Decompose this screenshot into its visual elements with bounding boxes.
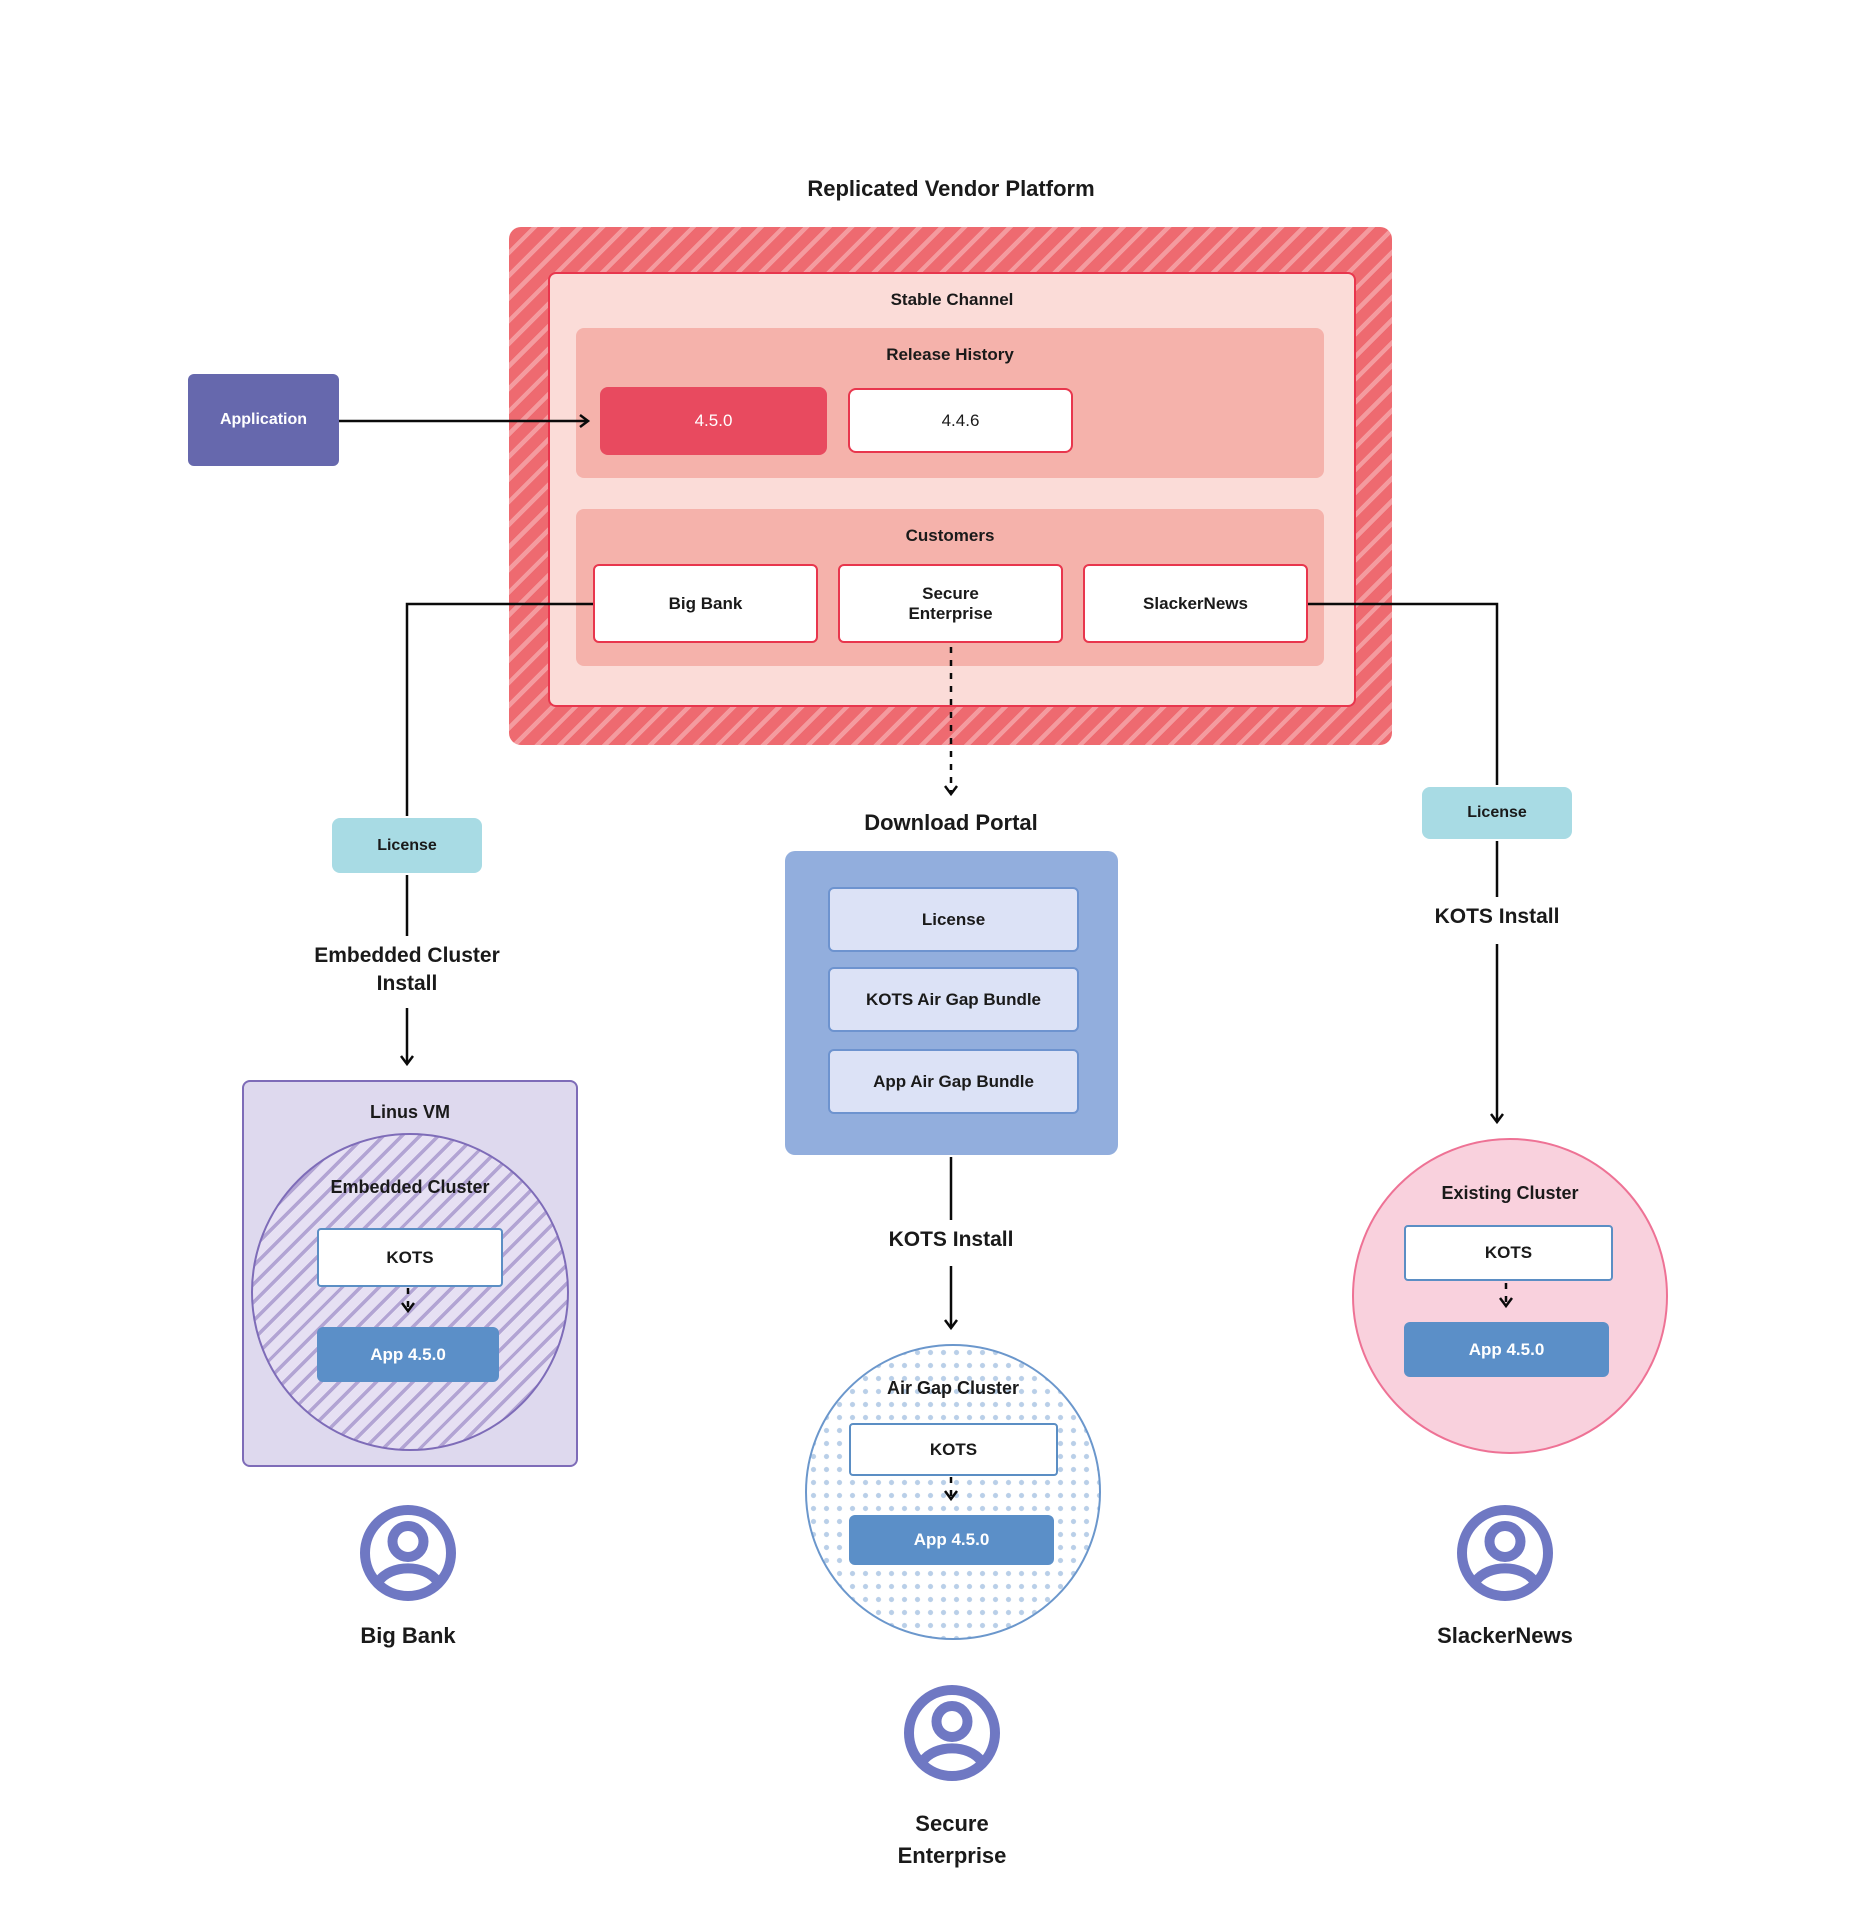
application-box: Application [188, 374, 339, 466]
air-gap-cluster-label: Air Gap Cluster [886, 1378, 1020, 1398]
portal-app-bundle-item: App Air Gap Bundle [828, 1049, 1079, 1114]
customer-big-bank: Big Bank [593, 564, 818, 643]
kots-install-label-right: KOTS Install [1434, 905, 1560, 928]
kots-box-existing: KOTS [1404, 1225, 1613, 1281]
linus-vm-label: Linus VM [370, 1102, 450, 1122]
release-history-label: Release History [886, 345, 1014, 364]
linus-vm-box: Linus VM Embedded Cluster KOTS App 4.5.0 [242, 1080, 578, 1467]
user-icon-slacker-news [1455, 1503, 1555, 1603]
existing-cluster-circle: Existing Cluster KOTS App 4.5.0 [1352, 1138, 1668, 1454]
air-gap-cluster-circle: Air Gap Cluster KOTS App 4.5.0 [805, 1344, 1101, 1640]
user-icon-secure-enterprise [902, 1683, 1002, 1783]
kots-box-airgap: KOTS [849, 1423, 1058, 1476]
kots-install-label-middle: KOTS Install [888, 1228, 1014, 1251]
release-history-box: Release History 4.5.0 4.4.6 [576, 328, 1324, 478]
embedded-cluster-install-label: Embedded Cluster Install [314, 944, 500, 995]
app-box-airgap: App 4.5.0 [849, 1515, 1054, 1565]
stable-channel-box: Stable Channel Release History 4.5.0 4.4… [548, 272, 1356, 707]
embedded-cluster-circle: Embedded Cluster KOTS App 4.5.0 [251, 1133, 569, 1451]
license-chip-left: License [332, 818, 482, 873]
customers-box: Customers Big Bank Secure Enterprise Sla… [576, 509, 1324, 666]
user-name-slacker-news: SlackerNews [1437, 1623, 1573, 1648]
portal-license-item: License [828, 887, 1079, 952]
user-icon-big-bank [358, 1503, 458, 1603]
user-name-secure-enterprise: Secure Enterprise [897, 1811, 1007, 1868]
customer-slacker-news: SlackerNews [1083, 564, 1308, 643]
embedded-cluster-label: Embedded Cluster [330, 1177, 490, 1197]
license-chip-right: License [1422, 787, 1572, 839]
existing-cluster-label: Existing Cluster [1441, 1183, 1579, 1203]
download-portal-label: Download Portal [864, 810, 1038, 835]
user-name-big-bank: Big Bank [360, 1623, 456, 1648]
diagram-title: Replicated Vendor Platform [807, 176, 1095, 201]
vendor-platform-box: Stable Channel Release History 4.5.0 4.4… [509, 227, 1392, 745]
app-box-existing: App 4.5.0 [1404, 1322, 1609, 1377]
kots-box-embedded: KOTS [317, 1228, 503, 1287]
portal-kots-bundle-item: KOTS Air Gap Bundle [828, 967, 1079, 1032]
release-version-previous: 4.4.6 [848, 388, 1073, 453]
app-box-embedded: App 4.5.0 [317, 1327, 499, 1382]
release-version-current: 4.5.0 [600, 387, 827, 455]
customer-secure-enterprise: Secure Enterprise [838, 564, 1063, 643]
stable-channel-label: Stable Channel [890, 290, 1014, 309]
download-portal-box: License KOTS Air Gap Bundle App Air Gap … [785, 851, 1118, 1155]
customers-label: Customers [905, 526, 995, 545]
